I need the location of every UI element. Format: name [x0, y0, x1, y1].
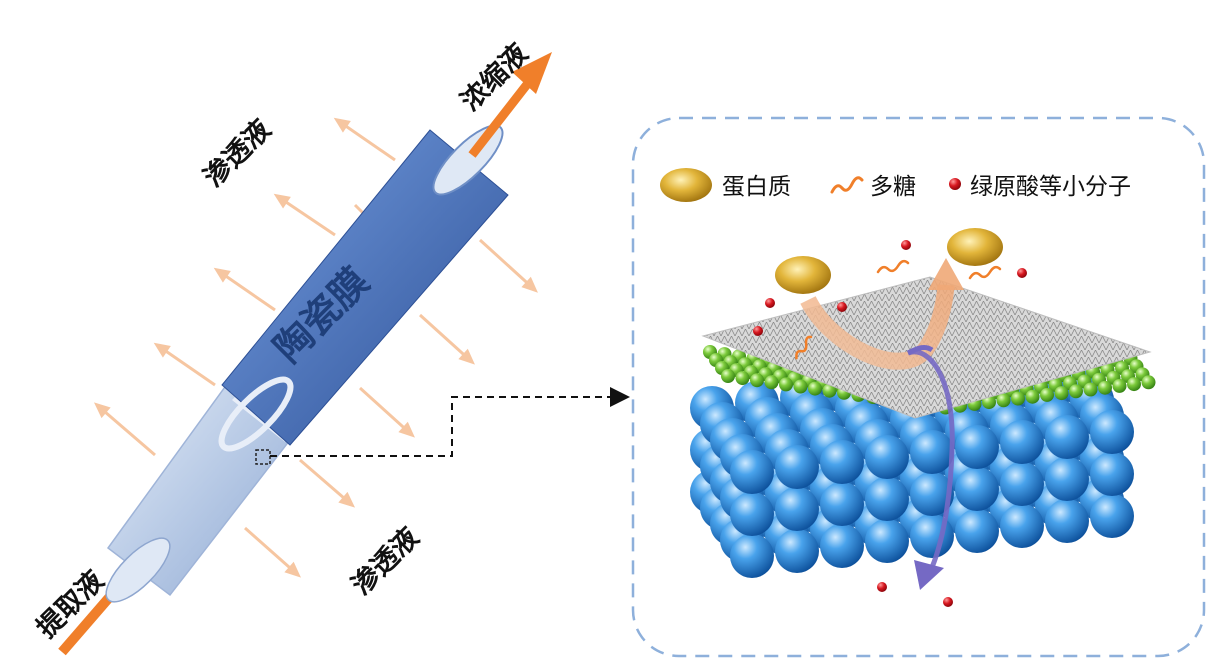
legend-label: 绿原酸等小分子 — [970, 174, 1131, 200]
small-molecule — [943, 597, 953, 607]
zoom-panel-border — [631, 116, 1206, 658]
permeate-arrow — [213, 267, 276, 312]
small-molecule — [837, 302, 847, 312]
small-molecule — [753, 326, 763, 336]
polysaccharide-icon — [830, 176, 864, 194]
small-molecule — [901, 240, 911, 250]
protein-particle — [775, 256, 831, 294]
permeate-arrow — [299, 458, 356, 508]
polysaccharide-particle — [968, 265, 1002, 280]
small-molecule — [1017, 268, 1027, 278]
protein-particle — [947, 228, 1003, 266]
legend-item-polysaccharide: 多糖 — [870, 166, 916, 202]
small-molecule — [877, 582, 887, 592]
small-molecule — [765, 298, 775, 308]
permeate-arrow — [418, 313, 475, 365]
legend-item-protein: 蛋白质 — [722, 166, 791, 202]
permeate-arrow — [153, 342, 216, 387]
permeate-arrow — [93, 402, 156, 457]
permeate-arrow — [273, 193, 336, 237]
permeate-arrow — [333, 117, 396, 162]
polysaccharide-particle — [876, 259, 910, 274]
small-molecule-icon — [949, 178, 961, 190]
permeate-arrow — [244, 526, 301, 578]
zoom-connector-arrow — [270, 387, 630, 457]
concentrate-arrow — [468, 52, 552, 158]
legend-label: 多糖 — [870, 174, 916, 200]
permeate-arrow — [478, 238, 538, 293]
permeation-arrow — [906, 344, 955, 590]
protein-icon — [660, 168, 712, 202]
legend-label: 蛋白质 — [722, 174, 791, 200]
legend-item-small-molecule: 绿原酸等小分子 — [970, 166, 1131, 202]
polysaccharide-particle — [795, 335, 813, 360]
permeate-arrow — [358, 386, 415, 438]
rejection-arrow — [800, 258, 964, 370]
